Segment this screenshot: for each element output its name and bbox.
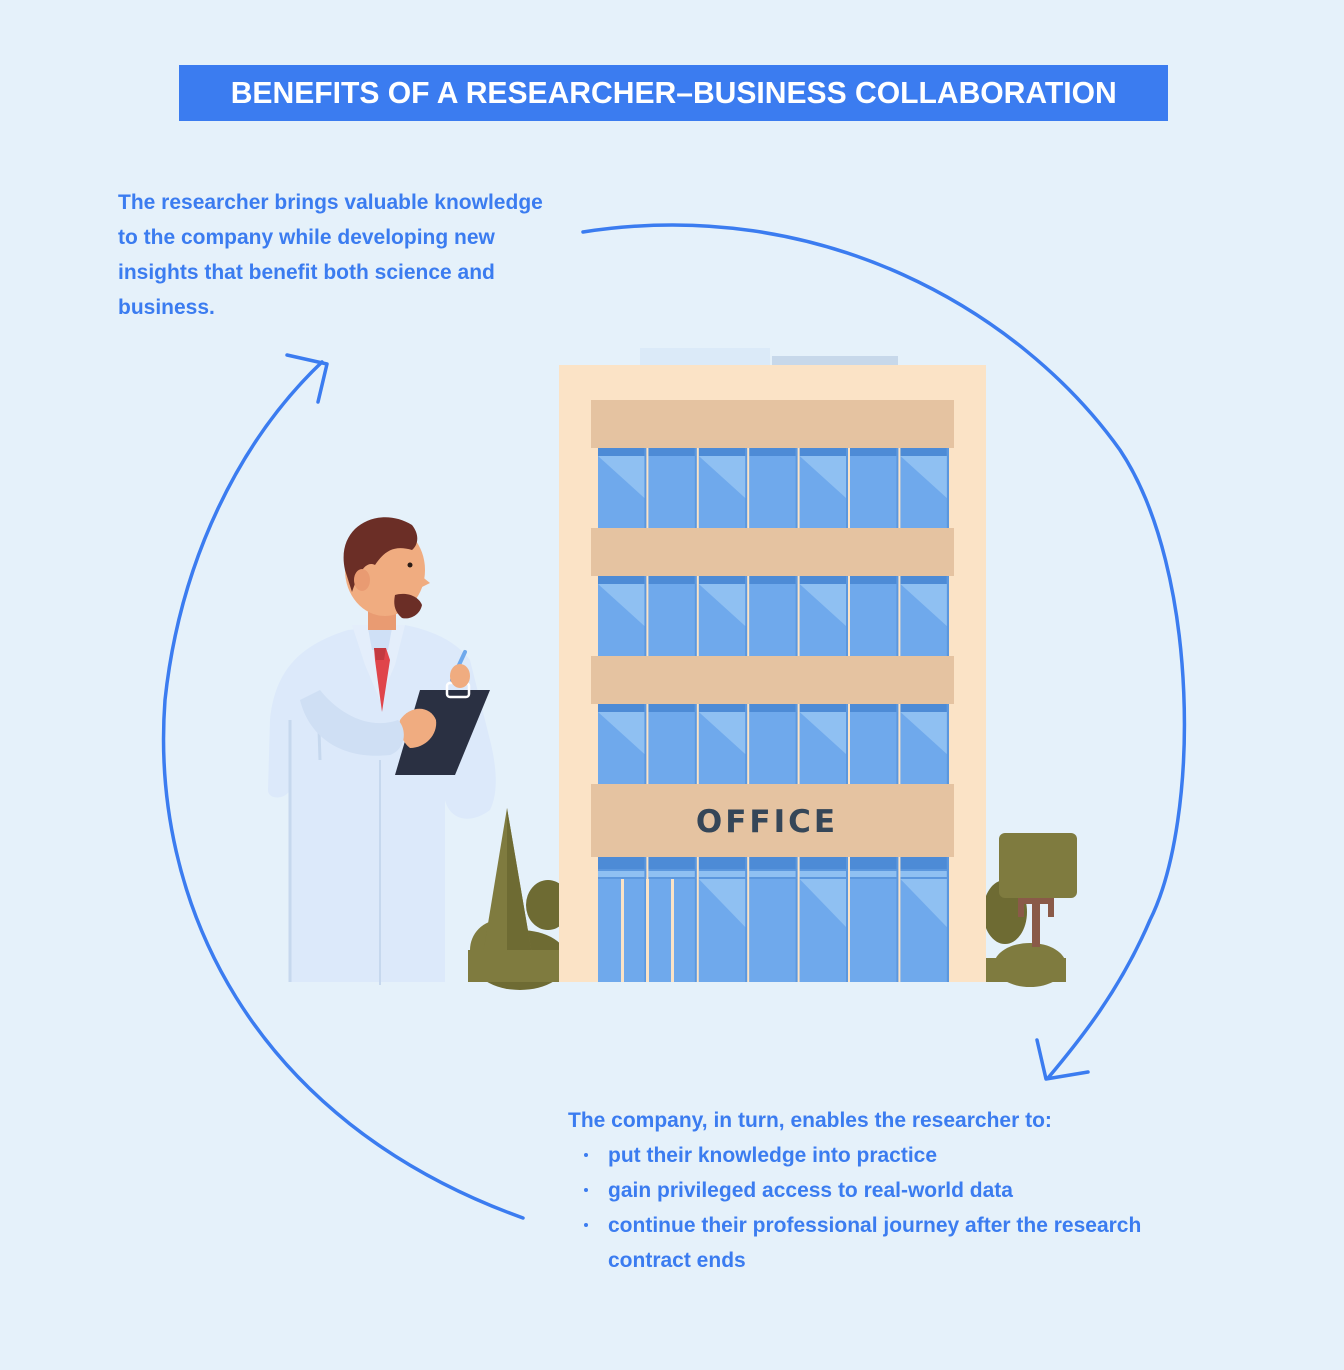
company-benefits-block: The company, in turn, enables the resear… <box>568 1103 1228 1278</box>
list-item: put their knowledge into practice <box>568 1138 1228 1173</box>
cycle-arc-right <box>581 223 1187 1080</box>
office-building-icon <box>559 348 986 982</box>
company-benefits-intro: The company, in turn, enables the resear… <box>568 1109 1052 1132</box>
arrow-head-up-icon <box>285 353 329 404</box>
title-banner: BENEFITS OF A RESEARCHER–BUSINESS COLLAB… <box>179 65 1168 121</box>
bullet-icon <box>584 1153 588 1157</box>
office-sign: OFFICE <box>696 804 838 840</box>
arrow-head-down-icon <box>1035 1038 1090 1081</box>
benefits-list: put their knowledge into practice gain p… <box>568 1138 1228 1278</box>
left-bushes-icon <box>468 808 570 990</box>
researcher-contribution-text: The researcher brings valuable knowledge… <box>118 191 543 319</box>
bullet-icon <box>584 1223 588 1227</box>
right-tree-icon <box>983 833 1077 987</box>
bullet-icon <box>584 1188 588 1192</box>
list-item: gain privileged access to real-world dat… <box>568 1173 1228 1208</box>
list-item: continue their professional journey afte… <box>568 1208 1228 1278</box>
cycle-arc-left <box>161 360 525 1220</box>
researcher-figure-icon <box>268 517 496 985</box>
page-title: BENEFITS OF A RESEARCHER–BUSINESS COLLAB… <box>230 75 1117 110</box>
